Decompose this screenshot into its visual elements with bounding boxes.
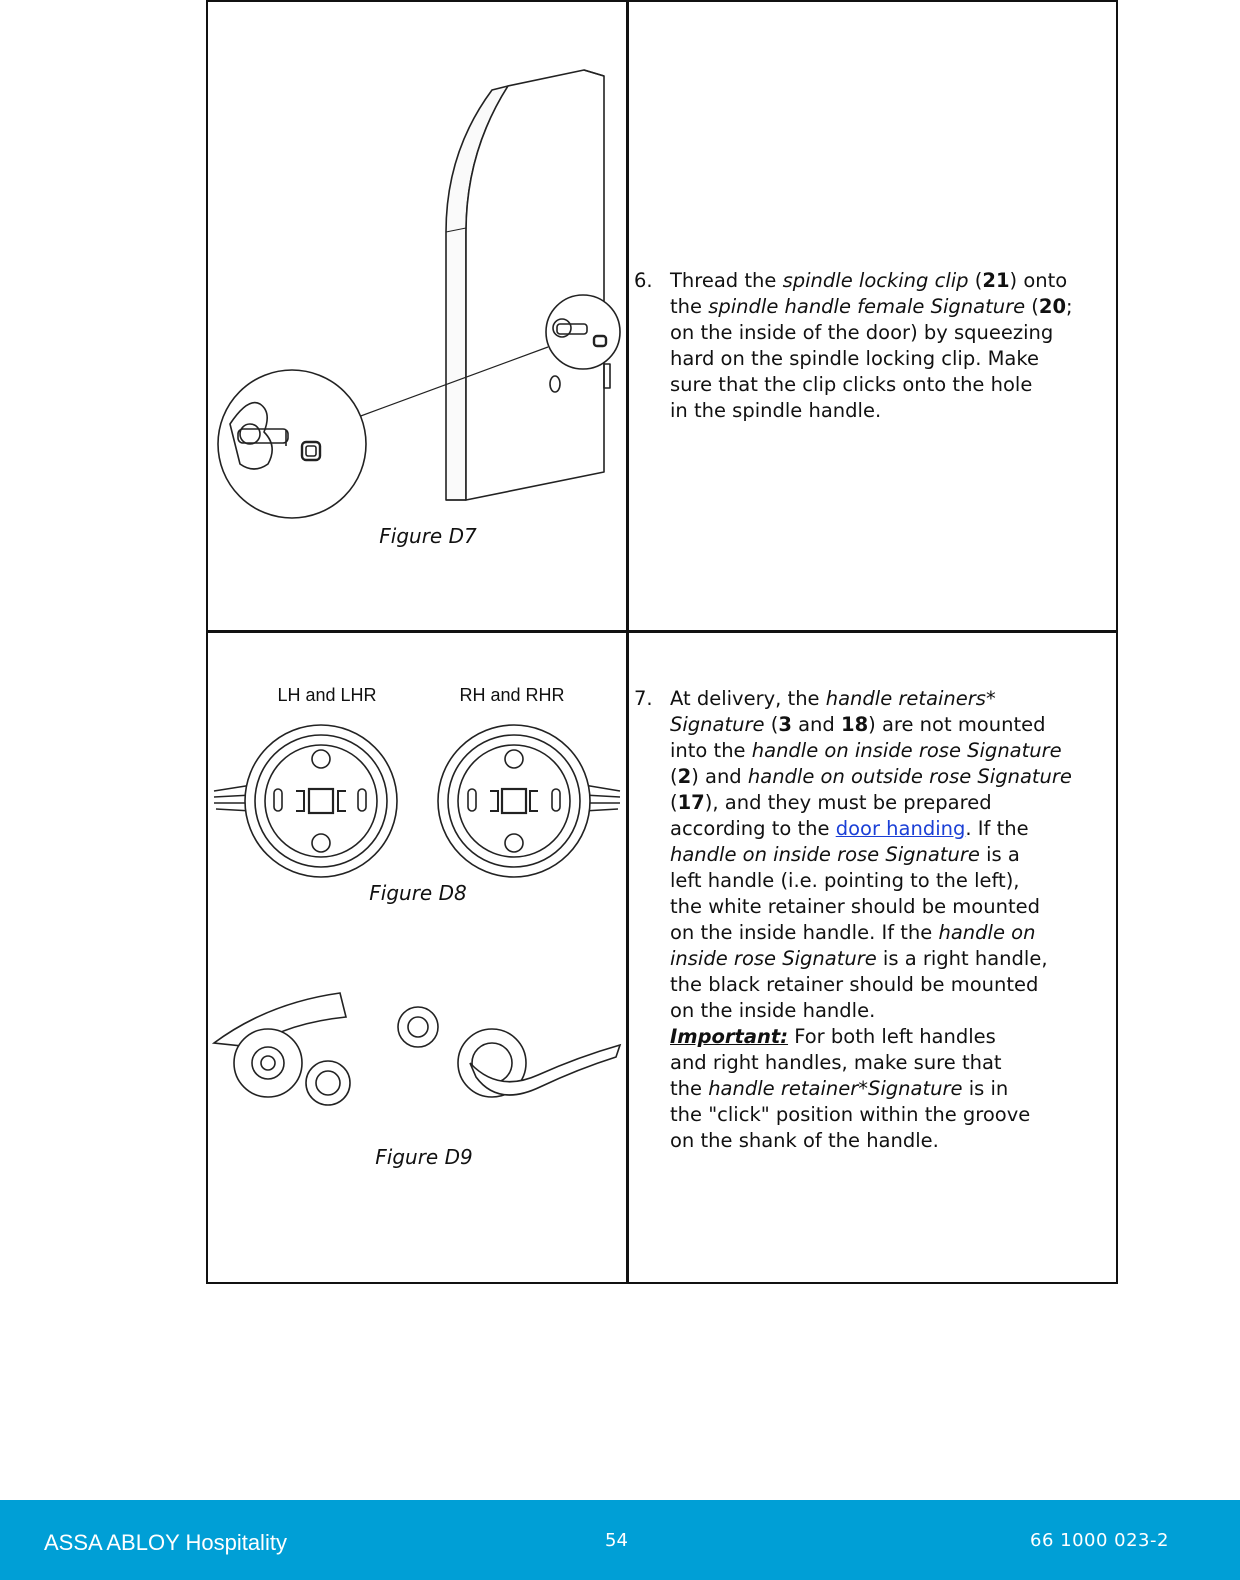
column-divider (626, 2, 629, 1282)
term-outside-rose: handle on outside rose Signature (747, 765, 1072, 788)
text-run: into the (670, 739, 752, 762)
page-number: 54 (605, 1530, 628, 1551)
term-handle-retainer: handle retainer*Signature (708, 1077, 963, 1100)
term-handle-on: handle on (938, 921, 1036, 944)
figure-d7-caption: Figure D7 (379, 524, 477, 548)
text-run: ( (670, 765, 678, 788)
text-run: is a right handle, (876, 947, 1048, 970)
important-label: Important: (670, 1025, 789, 1048)
text-run: Thread the (670, 269, 783, 292)
part-number: 18 (841, 713, 869, 736)
step-6-line: sure that the clip clicks onto the hole (670, 373, 1033, 396)
step-7-line: on the inside handle. (670, 999, 876, 1022)
step-7-line: left handle (i.e. pointing to the left), (670, 869, 1020, 892)
text-run: ( (764, 713, 779, 736)
step-7-line: inside rose Signature is a right handle, (670, 946, 1072, 972)
step-7-line: on the shank of the handle. (670, 1129, 939, 1152)
step-7-line: At delivery, the handle retainers* (670, 686, 1072, 712)
step-7-line: (2) and handle on outside rose Signature (670, 764, 1072, 790)
step-6-line: Thread the spindle locking clip (21) ont… (670, 268, 1073, 294)
figure-d8-label-right: RH and RHR (459, 685, 564, 705)
page-footer: ASSA ABLOY Hospitality 54 66 1000 023-2 (0, 1500, 1240, 1580)
text-run: ) and (691, 765, 748, 788)
part-number: 2 (677, 765, 692, 788)
text-run: ( (968, 269, 983, 292)
row-divider (208, 630, 1116, 633)
term-inside-rose: handle on inside rose Signature (670, 843, 980, 866)
figure-d8-label-left: LH and LHR (277, 685, 376, 705)
text-run: For both left handles (788, 1025, 996, 1048)
text-run: ( (1025, 295, 1039, 318)
text-run: the (670, 1077, 709, 1100)
step-7-line: according to the door handing. If the (670, 816, 1072, 842)
step-7-number: 7. (634, 687, 653, 710)
step-7-line: the white retainer should be mounted (670, 895, 1040, 918)
step-7-text: At delivery, the handle retainers* Signa… (670, 686, 1072, 1154)
step-6-line: hard on the spindle locking clip. Make (670, 347, 1039, 370)
part-number: 3 (778, 713, 792, 736)
step-6-line: the spindle handle female Signature (20; (670, 294, 1073, 320)
text-run: . If the (965, 817, 1029, 840)
footer-brand: ASSA ABLOY Hospitality (44, 1530, 287, 1555)
text-run: ; (1066, 295, 1073, 318)
text-run: ), and they must be prepared (704, 791, 992, 814)
text-run: At delivery, the (670, 687, 826, 710)
term-inside-rose: inside rose Signature (670, 947, 877, 970)
text-run: ) are not mounted (868, 713, 1046, 736)
term-spindle-locking-clip: spindle locking clip (782, 269, 969, 292)
text-run: the (670, 295, 709, 318)
step-7-line: and right handles, make sure that (670, 1051, 1002, 1074)
term-inside-rose: handle on inside rose Signature (751, 739, 1062, 762)
step-6-line: in the spindle handle. (670, 399, 882, 422)
figure-d9-caption: Figure D9 (375, 1145, 473, 1169)
document-number: 66 1000 023-2 (1030, 1530, 1169, 1551)
step-7-line: the "click" position within the groove (670, 1103, 1031, 1126)
text-run: on the inside handle. If the (670, 921, 939, 944)
figure-d8-illustration: LH and LHR RH and RHR (213, 685, 621, 878)
text-run: ) onto (1009, 269, 1068, 292)
step-7-line: the black retainer should be mounted (670, 973, 1039, 996)
step-7-line: the handle retainer*Signature is in (670, 1076, 1072, 1102)
term-signature: Signature (670, 713, 765, 736)
part-number: 21 (982, 269, 1010, 292)
step-6-cell: 6. Thread the spindle locking clip (21) … (629, 2, 1116, 630)
text-run: ( (670, 791, 678, 814)
step-7-line: Signature (3 and 18) are not mounted (670, 712, 1072, 738)
step-6-number: 6. (634, 269, 653, 292)
step-6-line: on the inside of the door) by squeezing (670, 321, 1054, 344)
step-7-line: into the handle on inside rose Signature (670, 738, 1072, 764)
figure-d8-d9-cell: LH and LHR RH and RHR (208, 633, 626, 1282)
text-run: is a (979, 843, 1020, 866)
step-7-line: Important: For both left handles (670, 1024, 1072, 1050)
text-run: is in (962, 1077, 1009, 1100)
figure-d9-illustration (211, 992, 622, 1106)
door-handing-link[interactable]: door handing (835, 817, 966, 840)
instruction-table: Figure D7 6. Thread the spindle locking … (206, 0, 1118, 1284)
part-number: 20 (1038, 295, 1067, 318)
text-run: and (791, 713, 841, 736)
figure-d7-illustration (217, 69, 621, 519)
step-7-line: on the inside handle. If the handle on (670, 920, 1072, 946)
part-number: 17 (677, 791, 705, 814)
figure-d8-caption: Figure D8 (369, 881, 467, 905)
step-7-line: (17), and they must be prepared (670, 790, 1072, 816)
text-run: according to the (670, 817, 836, 840)
figure-d7-cell: Figure D7 (208, 2, 626, 630)
step-7-line: handle on inside rose Signature is a (670, 842, 1072, 868)
step-7-cell: 7. At delivery, the handle retainers* Si… (629, 633, 1116, 1282)
step-6-text: Thread the spindle locking clip (21) ont… (670, 268, 1073, 424)
term-spindle-handle: spindle handle female Signature (708, 295, 1026, 318)
term-handle-retainers: handle retainers* (825, 687, 996, 710)
